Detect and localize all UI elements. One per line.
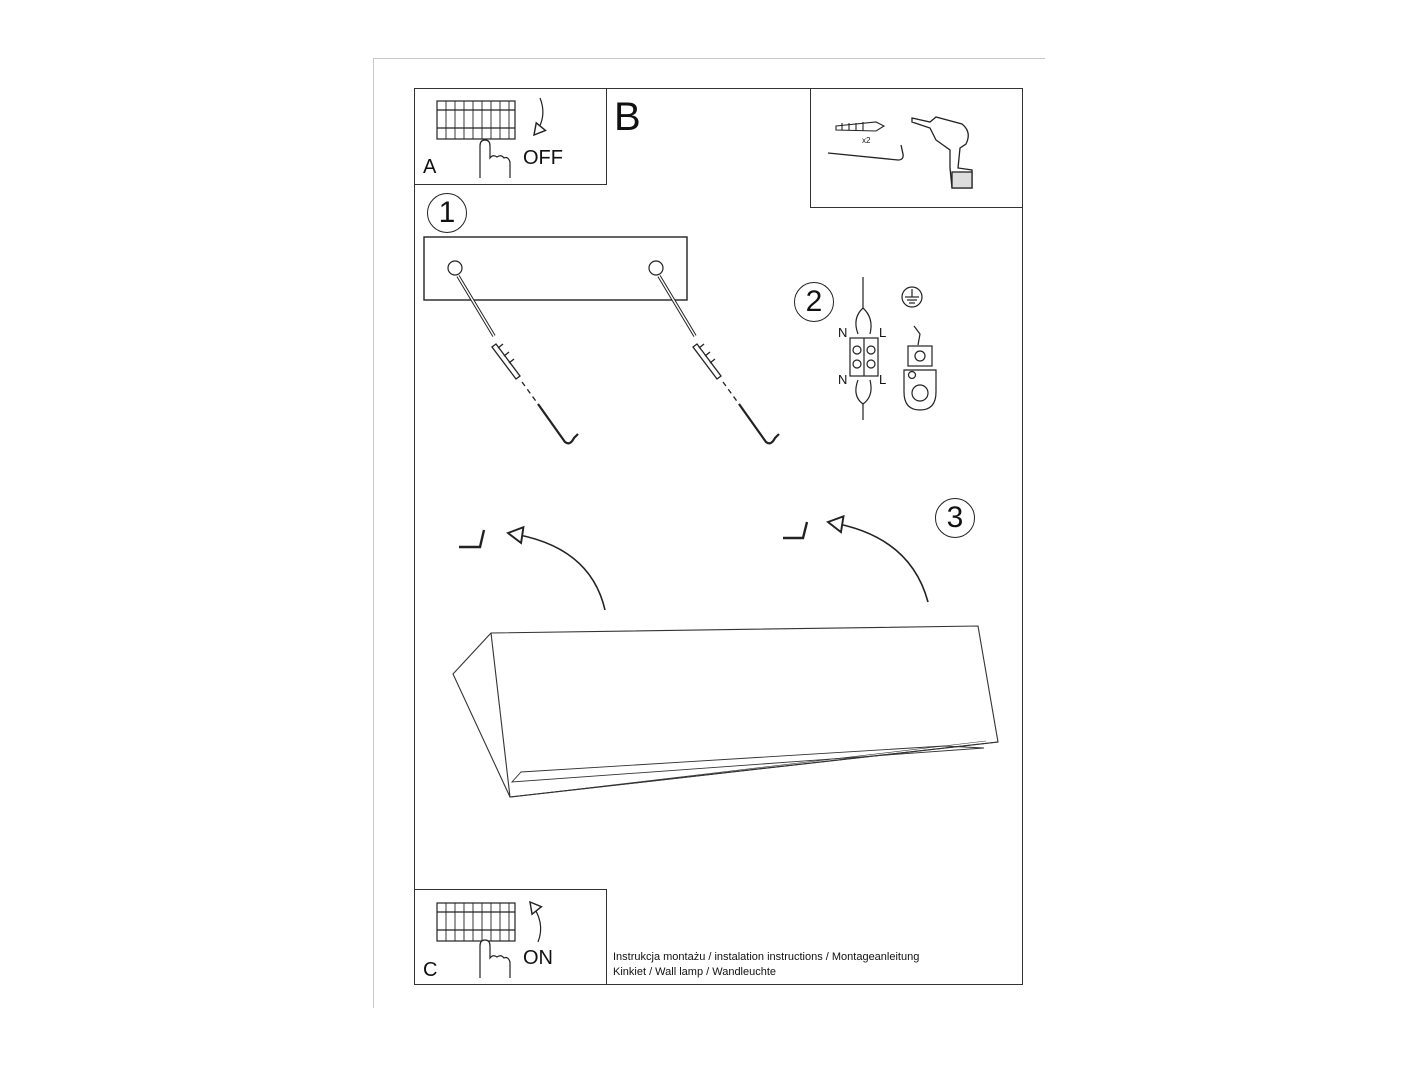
screw-hook-icon bbox=[827, 144, 904, 161]
wire-n-top: N bbox=[838, 325, 848, 340]
breaker-box-icon bbox=[436, 100, 516, 140]
step-2-number: 2 bbox=[805, 285, 823, 318]
step-2-marker: 2 bbox=[794, 282, 834, 322]
terminal-block-icon bbox=[849, 277, 879, 420]
caption-line-2: Kinkiet / Wall lamp / Wandleuchte bbox=[613, 966, 777, 978]
wire-l-top: L bbox=[879, 325, 887, 340]
curved-arrow-left-icon bbox=[508, 533, 606, 611]
earth-terminal-icon bbox=[903, 345, 937, 411]
panel-a-letter: A bbox=[423, 156, 437, 178]
on-label: ON bbox=[523, 947, 553, 969]
step-3-marker: 3 bbox=[935, 498, 975, 538]
hole-left-icon bbox=[447, 260, 463, 276]
hand-icon-c bbox=[479, 939, 511, 978]
sheet-edge-left bbox=[373, 58, 374, 1008]
screw-assembly-left bbox=[456, 275, 579, 445]
breaker-box-icon-c bbox=[436, 902, 516, 942]
drill-icon bbox=[911, 116, 973, 189]
wire-l-bottom: L bbox=[879, 372, 887, 387]
step-1-marker: 1 bbox=[427, 193, 467, 233]
caption: Instrukcja montażu / instalation instruc… bbox=[613, 950, 919, 980]
hook-right-icon bbox=[783, 521, 809, 540]
wall-plug-icon bbox=[835, 121, 886, 132]
panel-c-letter: C bbox=[423, 959, 438, 981]
off-label: OFF bbox=[523, 147, 563, 169]
arrow-down-icon bbox=[534, 97, 543, 135]
hole-right-icon bbox=[648, 260, 664, 276]
earth-icon bbox=[901, 286, 923, 346]
arrow-up-icon bbox=[530, 902, 541, 943]
tools-box: x2 bbox=[810, 88, 1023, 208]
wire-n-bottom: N bbox=[838, 372, 848, 387]
caption-line-1: Instrukcja montażu / instalation instruc… bbox=[613, 951, 920, 963]
screw-assembly-right bbox=[657, 275, 780, 445]
panel-b-letter: B bbox=[614, 95, 641, 139]
step-3-number: 3 bbox=[946, 501, 964, 534]
step-1-number: 1 bbox=[438, 196, 456, 229]
hand-icon bbox=[479, 139, 511, 178]
drilling-template bbox=[423, 236, 688, 301]
sheet-edge-top bbox=[373, 58, 1045, 59]
wall-lamp-illustration bbox=[452, 625, 999, 798]
curved-arrow-right-icon bbox=[828, 522, 929, 603]
instruction-frame bbox=[414, 88, 1023, 985]
hook-left-icon bbox=[459, 529, 486, 549]
quantity-label: x2 bbox=[862, 136, 871, 145]
